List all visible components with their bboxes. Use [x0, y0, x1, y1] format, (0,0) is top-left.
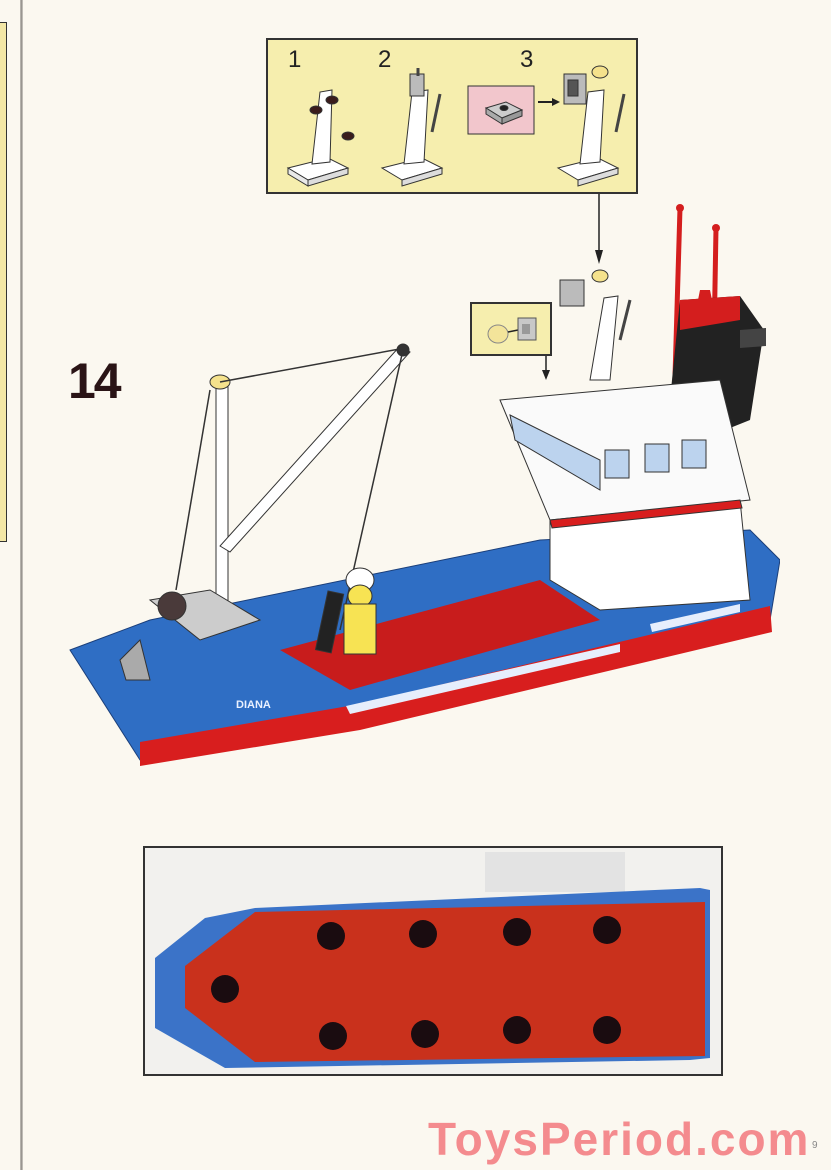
callout-parts-illustration: [487, 317, 537, 344]
callout-arrow-icon: [542, 356, 550, 380]
bridge-cabin: [499, 379, 751, 611]
hull-bottom-photo: [155, 852, 710, 1068]
cargo-deck: [280, 580, 600, 690]
sub-assembly-illustration: [286, 65, 626, 187]
hull-name: DIANA: [236, 699, 271, 711]
sub-step-1-label: 1: [288, 46, 302, 73]
photo-panel-bottom-view: [143, 846, 723, 1076]
page-number: 9: [812, 1140, 818, 1151]
down-arrow-icon: [595, 194, 603, 264]
minifig: [314, 567, 377, 655]
previous-page-edge: [0, 22, 7, 542]
watermark: ToysPeriod.com: [428, 1113, 811, 1165]
callout-panel: [470, 302, 552, 356]
jumper-plate: [484, 101, 524, 125]
ship-model-illustration: DIANA: [69, 204, 780, 766]
sub-step-3-label: 3: [520, 46, 534, 73]
hull-pegs: [211, 916, 621, 1050]
mast-step-2: [380, 68, 444, 187]
sub-assembly-panel: 1 2 3: [266, 38, 638, 194]
mast-step-1: [286, 89, 355, 187]
sub-step-2-label: 2: [378, 46, 392, 73]
radar-mast: [559, 269, 632, 381]
mast-step-3: [556, 65, 626, 187]
arrow-head: [552, 98, 560, 106]
crane: [119, 343, 411, 681]
step-number: 14: [68, 353, 122, 409]
book-spine: [20, 0, 23, 1170]
